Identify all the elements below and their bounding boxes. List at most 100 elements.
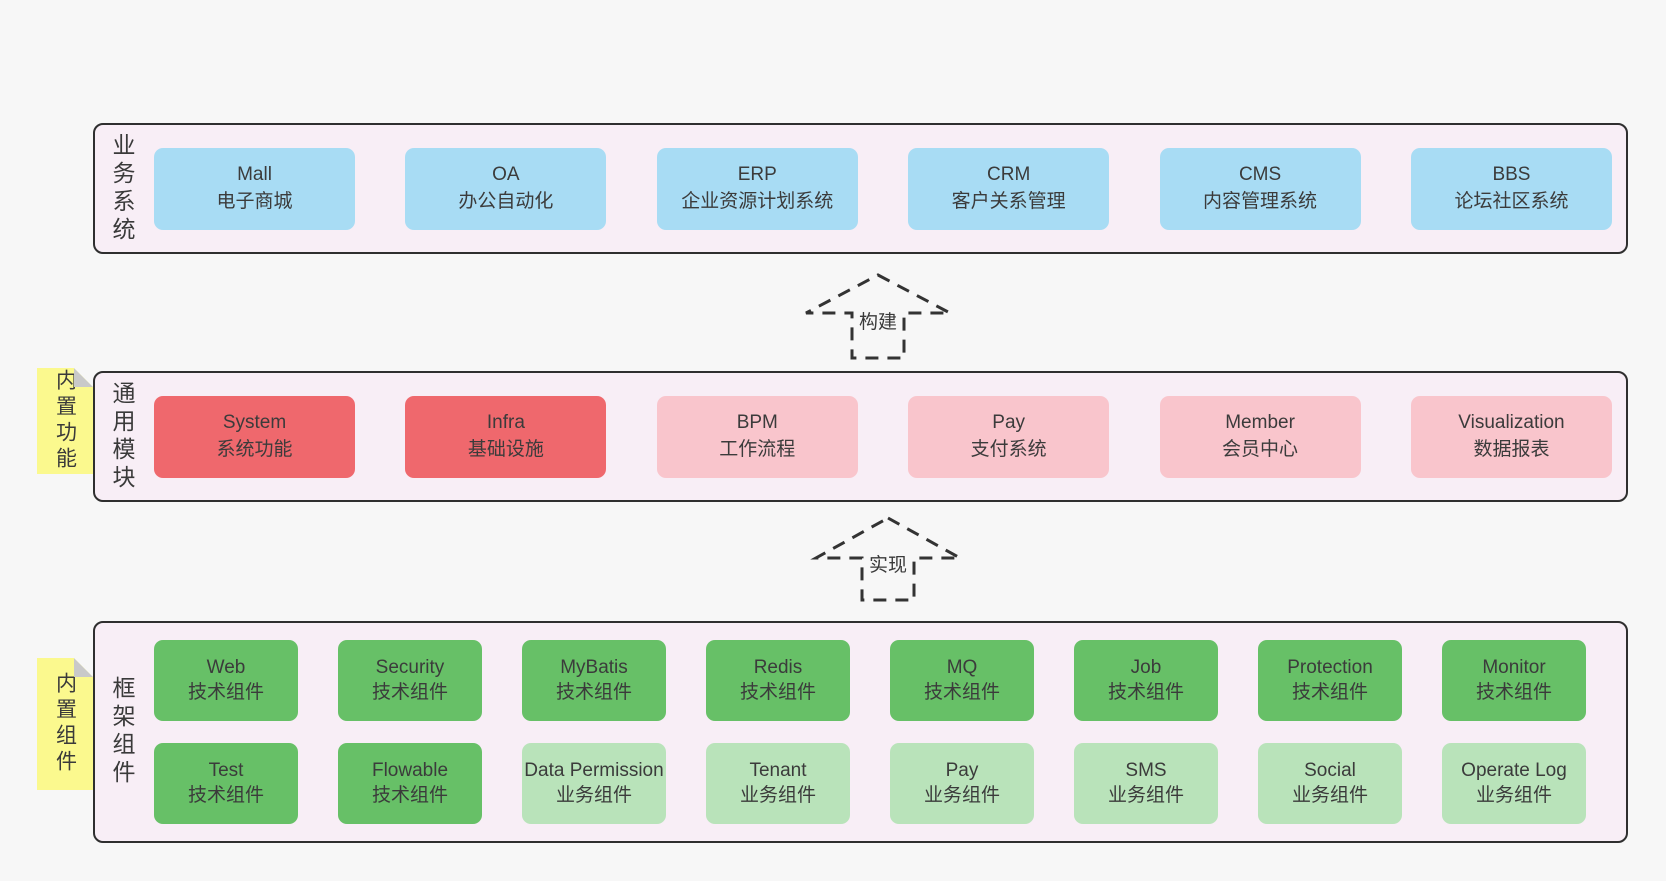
box-web: Web 技术组件	[154, 640, 298, 721]
box-title: Mall	[237, 163, 272, 185]
box-crm: CRM 客户关系管理	[908, 147, 1110, 230]
box-bbs: BBS 论坛社区系统	[1410, 147, 1612, 230]
box-title: ERP	[737, 163, 777, 185]
box-subtitle: 技术组件	[739, 681, 816, 703]
box-subtitle: 业务组件	[739, 784, 816, 806]
layer-common-modules: 通用模块 System 系统功能 Infra 基础设施 BPM 工作流程 Pay…	[93, 371, 1628, 502]
box-title: Pay	[945, 759, 979, 781]
box-pay: Pay 支付系统	[908, 395, 1110, 478]
note-fold-icon	[74, 368, 93, 387]
box-subtitle: 业务组件	[923, 784, 1000, 806]
box-title: Operate Log	[1461, 759, 1567, 781]
box-erp: ERP 企业资源计划系统	[656, 147, 858, 230]
box-monitor: Monitor 技术组件	[1442, 640, 1586, 721]
box-title: Social	[1304, 759, 1356, 781]
box-subtitle: 技术组件	[923, 681, 1000, 703]
box-social: Social 业务组件	[1258, 743, 1402, 824]
box-subtitle: 内容管理系统	[1203, 190, 1318, 212]
box-title: Flowable	[371, 759, 449, 781]
box-mall: Mall 电子商城	[154, 147, 355, 230]
box-title: Data Permission	[524, 759, 664, 781]
business-systems-label: 业务系统	[109, 132, 135, 245]
builtin-features-note-label: 内置功能	[53, 369, 77, 473]
box-title: OA	[492, 163, 520, 185]
box-subtitle: 客户关系管理	[951, 190, 1066, 212]
box-bpm: BPM 工作流程	[656, 395, 858, 478]
box-title: Redis	[753, 656, 803, 678]
box-title: Security	[375, 656, 445, 678]
arrow-up-build-icon	[805, 273, 951, 360]
box-subtitle: 论坛社区系统	[1454, 190, 1569, 212]
box-subtitle: 基础设施	[467, 438, 544, 460]
box-title: Pay	[992, 411, 1026, 433]
box-mybatis: MyBatis 技术组件	[522, 640, 666, 721]
note-fold-icon	[74, 658, 93, 677]
builtin-components-note: 内置组件	[37, 658, 93, 790]
framework-row-1: Web 技术组件 Security 技术组件 MyBatis 技术组件 Redi…	[154, 640, 1586, 721]
box-title: Web	[206, 656, 246, 678]
box-subtitle: 业务组件	[1475, 784, 1552, 806]
arrow-up-implement-icon	[810, 516, 966, 602]
box-operate-log: Operate Log 业务组件	[1442, 743, 1586, 824]
arrow-build-label: 构建	[855, 306, 901, 335]
common-modules-boxes: System 系统功能 Infra 基础设施 BPM 工作流程 Pay 支付系统…	[133, 373, 1626, 500]
framework-components-grid: Web 技术组件 Security 技术组件 MyBatis 技术组件 Redi…	[133, 623, 1626, 841]
box-title: MQ	[946, 656, 978, 678]
box-tenant: Tenant 业务组件	[706, 743, 850, 824]
box-security: Security 技术组件	[338, 640, 482, 721]
box-flowable: Flowable 技术组件	[338, 743, 482, 824]
box-subtitle: 技术组件	[371, 784, 448, 806]
framework-components-label: 框架组件	[109, 676, 135, 788]
box-title: CRM	[987, 163, 1031, 185]
box-subtitle: 业务组件	[1291, 784, 1368, 806]
box-system: System 系统功能	[154, 395, 355, 478]
box-visualization: Visualization 数据报表	[1410, 395, 1612, 478]
box-subtitle: 技术组件	[187, 784, 264, 806]
box-title: Infra	[486, 411, 525, 433]
box-mq: MQ 技术组件	[890, 640, 1034, 721]
box-subtitle: 技术组件	[555, 681, 632, 703]
box-member: Member 会员中心	[1159, 395, 1361, 478]
box-job: Job 技术组件	[1074, 640, 1218, 721]
box-title: Tenant	[749, 759, 807, 781]
common-modules-label: 通用模块	[109, 380, 135, 493]
box-oa: OA 办公自动化	[405, 147, 607, 230]
box-subtitle: 电子商城	[216, 190, 293, 212]
box-title: Member	[1225, 411, 1295, 433]
builtin-features-note: 内置功能	[37, 368, 93, 474]
box-subtitle: 技术组件	[1107, 681, 1184, 703]
business-systems-boxes: Mall 电子商城 OA 办公自动化 ERP 企业资源计划系统 CRM 客户关系…	[133, 125, 1626, 252]
box-subtitle: 办公自动化	[458, 190, 554, 212]
box-subtitle: 系统功能	[216, 438, 293, 460]
box-subtitle: 数据报表	[1473, 438, 1550, 460]
box-protection: Protection 技术组件	[1258, 640, 1402, 721]
arrow-implement-label: 实现	[865, 549, 911, 578]
box-subtitle: 技术组件	[1475, 681, 1552, 703]
box-subtitle: 企业资源计划系统	[681, 190, 834, 212]
box-redis: Redis 技术组件	[706, 640, 850, 721]
box-title: Visualization	[1458, 411, 1565, 433]
box-subtitle: 技术组件	[371, 681, 448, 703]
layer-business-systems: 业务系统 Mall 电子商城 OA 办公自动化 ERP 企业资源计划系统 CRM…	[93, 123, 1628, 254]
framework-row-2: Test 技术组件 Flowable 技术组件 Data Permission …	[154, 743, 1586, 824]
box-data-permission: Data Permission 业务组件	[522, 743, 666, 824]
box-title: CMS	[1238, 163, 1282, 185]
box-sms: SMS 业务组件	[1074, 743, 1218, 824]
layer-framework-components: 框架组件 Web 技术组件 Security 技术组件 MyBatis 技术组件…	[93, 621, 1628, 843]
box-subtitle: 业务组件	[1107, 784, 1184, 806]
box-title: Job	[1130, 656, 1162, 678]
box-subtitle: 会员中心	[1222, 438, 1299, 460]
box-subtitle: 技术组件	[187, 681, 264, 703]
box-title: Monitor	[1482, 656, 1546, 678]
builtin-components-note-label: 内置组件	[53, 672, 77, 776]
box-subtitle: 工作流程	[719, 438, 796, 460]
box-test: Test 技术组件	[154, 743, 298, 824]
box-cms: CMS 内容管理系统	[1159, 147, 1361, 230]
box-subtitle: 技术组件	[1291, 681, 1368, 703]
box-title: Test	[208, 759, 244, 781]
box-title: BBS	[1492, 163, 1531, 185]
box-title: MyBatis	[560, 656, 628, 678]
box-title: BPM	[736, 411, 778, 433]
box-title: System	[222, 411, 287, 433]
